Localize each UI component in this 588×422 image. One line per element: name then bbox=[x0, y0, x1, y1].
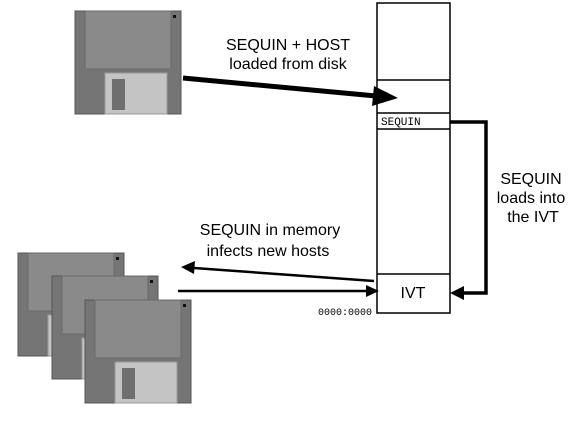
infect-label-line2: infects new hosts bbox=[207, 243, 330, 260]
source-floppy-icon bbox=[74, 10, 182, 115]
ivt-load-label-line2: loads into bbox=[497, 190, 566, 207]
memory-ivt-label: IVT bbox=[401, 285, 426, 302]
memory-map: SEQUIN IVT 0000:0000 bbox=[318, 2, 451, 319]
memory-column bbox=[376, 2, 451, 314]
ivt-load-label-line1: SEQUIN bbox=[500, 171, 561, 188]
load-from-disk-arrow bbox=[182, 75, 398, 106]
ivt-load-label-line3: the IVT bbox=[507, 209, 559, 226]
hosts-to-ivt-arrow bbox=[178, 285, 379, 297]
memory-sequin-label: SEQUIN bbox=[381, 117, 421, 129]
host-load-label-line1: SEQUIN + HOST bbox=[226, 37, 350, 54]
memory-base-address: 0000:0000 bbox=[318, 308, 372, 319]
target-floppies-icon bbox=[17, 252, 192, 404]
host-load-label-line2: loaded from disk bbox=[229, 56, 347, 73]
infect-hosts-arrow bbox=[181, 261, 375, 283]
infect-label-line1: SEQUIN in memory bbox=[200, 222, 340, 239]
target-floppy-3-icon bbox=[84, 299, 192, 404]
sequin-to-ivt-arrow bbox=[450, 120, 488, 300]
